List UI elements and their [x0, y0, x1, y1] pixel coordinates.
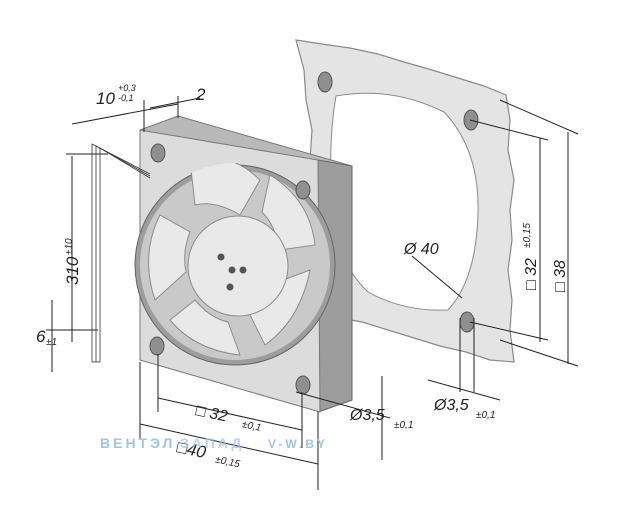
watermark-left: ВЕНТЭЛ [100, 435, 175, 451]
watermark-middle: ЗАПАД [180, 435, 244, 451]
dim-hole-fan: Ø3,5 ±0,1 [349, 407, 413, 431]
fan-mount-hole [295, 180, 311, 200]
dim-hole-pitch-gasket-tol: ±0,15 [522, 223, 533, 248]
fan-mount-hole [295, 375, 311, 395]
blade [169, 299, 241, 356]
fan-blades [148, 163, 316, 356]
dimension-lines [46, 96, 579, 490]
dim-fan-size-tol: ±0,15 [214, 454, 241, 470]
dim-hole-pitch-gasket-value: □ 32 [523, 258, 540, 290]
dim-depth-tol-lower: -0,1 [118, 93, 134, 103]
fan-mount-hole [150, 143, 166, 163]
dim-cable-length-value: 310 [63, 256, 82, 285]
fan-cables [91, 143, 151, 363]
gasket-hole [317, 71, 333, 93]
dim-hole-gasket: Ø3,5 ±0,1 [433, 397, 495, 421]
dim-hole-fan-value: Ø3,5 [349, 407, 385, 424]
dim-depth-value: 10 [96, 89, 115, 108]
dim-gasket-size: □ 38 [552, 260, 569, 292]
dim-hole-gasket-tol: ±0,1 [476, 410, 495, 421]
dim-hole-pitch-fan: □ 32 ±0,1 [194, 402, 262, 434]
dim-hole-gasket-value: Ø3,5 [433, 397, 469, 414]
blade [148, 214, 191, 301]
dim-hole-fan-tol: ±0,1 [394, 420, 413, 431]
blade [261, 174, 316, 251]
dim-hole-pitch-gasket: □ 32 ±0,15 [522, 223, 540, 290]
dim-hole-pitch-fan-tol: ±0,1 [241, 419, 262, 434]
dim-depth: 10 +0,3 -0,1 [96, 83, 136, 108]
dim-gasket-opening: Ø 40 [403, 241, 439, 258]
fan-hub [187, 215, 289, 317]
dim-strip-value: 6 [36, 327, 46, 346]
watermark-right: V-W.BY [268, 437, 328, 451]
dim-cable-length-tol: ±10 [64, 238, 75, 255]
watermark: ВЕНТЭЛ ЗАПАД V-W.BY [100, 435, 328, 451]
dim-strip-length: 6 ±1 [36, 327, 57, 348]
blade [189, 163, 261, 216]
dim-strip-tol: ±1 [46, 337, 57, 348]
dim-offset-value: 2 [195, 85, 206, 104]
fan-mount-hole [149, 336, 165, 356]
dim-hole-pitch-fan-value: □ 32 [194, 402, 229, 425]
dim-cable-length: 310 ±10 [63, 238, 82, 285]
axial-fan-icon [134, 115, 353, 413]
dim-depth-tol-upper: +0,3 [118, 83, 136, 93]
dim-gasket-size-value: □ 38 [552, 260, 569, 292]
